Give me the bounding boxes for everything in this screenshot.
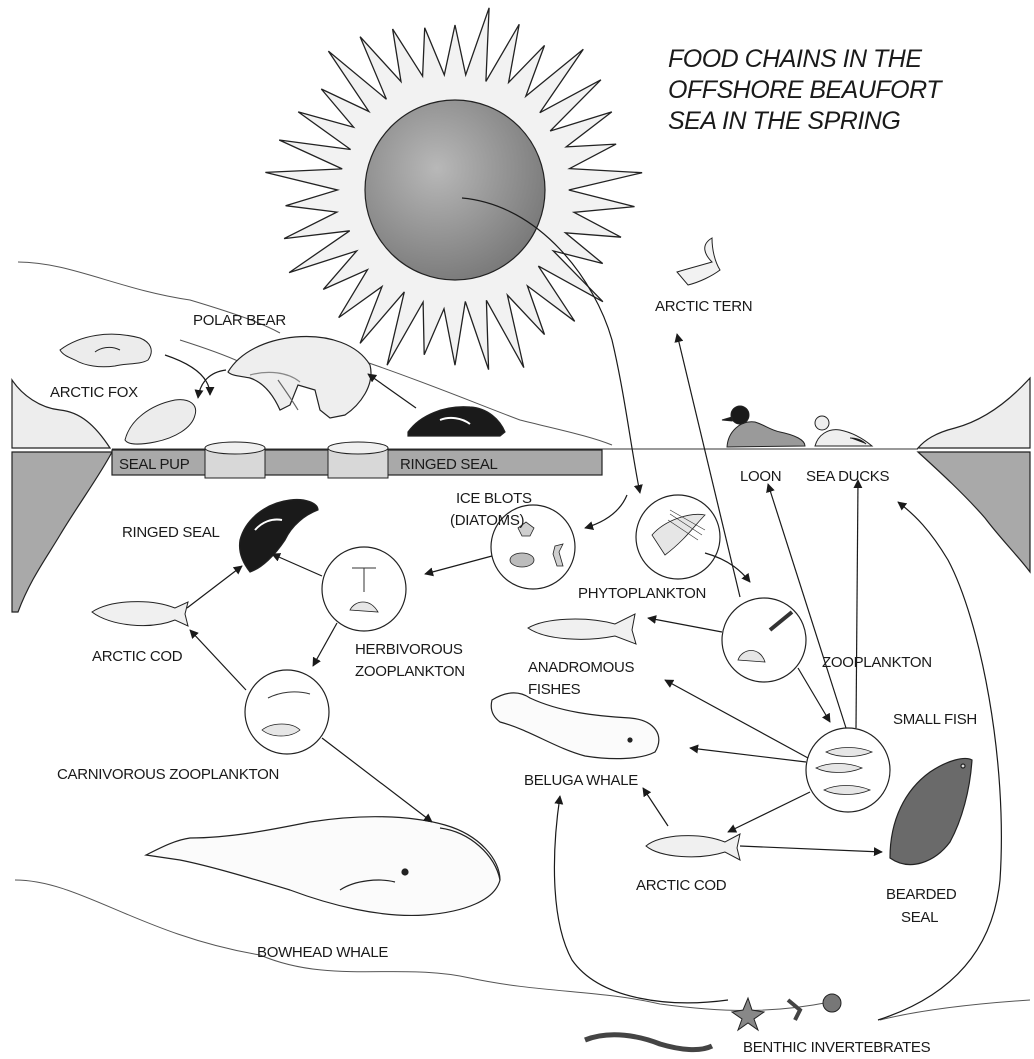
herbivorous-zooplankton-circle: [322, 547, 406, 631]
arrow-carnivorous-to-arcticcod: [190, 630, 246, 690]
left-iceberg: [12, 380, 112, 612]
label-beluga-whale: BELUGA WHALE: [524, 772, 638, 790]
label-phytoplankton: PHYTOPLANKTON: [578, 585, 706, 603]
arctic-cod-right-illustration: [646, 834, 740, 860]
arrow-smallfish-to-beluga: [690, 748, 806, 762]
label-arctic-fox: ARCTIC FOX: [50, 384, 138, 402]
diagram-title: FOOD CHAINS IN THE OFFSHORE BEAUFORT SEA…: [668, 44, 941, 137]
breathing-hole-right: [328, 442, 388, 478]
landscape: [15, 262, 1030, 1020]
arrow-smallfish-to-arcticcod: [728, 792, 810, 832]
arrow-smallfish-to-seaducks: [856, 480, 858, 728]
arctic-fox-illustration: [60, 334, 151, 367]
label-bearded-2: SEAL: [901, 909, 938, 927]
label-bowhead-whale: BOWHEAD WHALE: [257, 944, 388, 962]
sun: [265, 8, 642, 370]
label-ringed-seal-ice: RINGED SEAL: [400, 456, 498, 474]
arrow-ringedseal-to-bear: [368, 374, 416, 408]
seal-pup-illustration: [125, 400, 196, 444]
anadromous-fish-illustration: [528, 614, 636, 644]
title-line-3: SEA IN THE SPRING: [668, 106, 941, 137]
arrow-carnivorous-to-bowhead: [322, 738, 432, 822]
title-line-2: OFFSHORE BEAUFORT: [668, 75, 941, 106]
breathing-hole-left: [205, 442, 265, 478]
bearded-seal-illustration: [890, 759, 972, 865]
carnivorous-zooplankton-circle: [245, 670, 329, 754]
arctic-cod-left-illustration: [92, 602, 188, 626]
right-iceberg: [918, 378, 1030, 572]
arrow-benthic-to-beluga: [554, 796, 728, 1003]
zooplankton-circle: [722, 598, 806, 682]
title-line-1: FOOD CHAINS IN THE: [668, 44, 941, 75]
label-herbivorous-1: HERBIVOROUS: [355, 641, 463, 659]
label-small-fish: SMALL FISH: [893, 711, 977, 729]
label-herbivorous-2: ZOOPLANKTON: [355, 663, 465, 681]
label-zooplankton: ZOOPLANKTON: [822, 654, 932, 672]
label-arctic-cod-left: ARCTIC COD: [92, 648, 182, 666]
arrow-benthic-to-seaducks: [878, 502, 1001, 1020]
label-anadromous-1: ANADROMOUS: [528, 659, 634, 677]
food-chain-arrows: [165, 198, 1001, 1020]
label-carnivorous: CARNIVOROUS ZOOPLANKTON: [57, 766, 279, 784]
arrow-herbivorous-to-ringedseal: [272, 554, 322, 576]
loon-illustration: [722, 406, 805, 447]
arctic-tern-illustration: [677, 238, 720, 285]
label-ringed-seal: RINGED SEAL: [122, 524, 220, 542]
phytoplankton-circle: [636, 495, 720, 579]
arrow-arcticcod-to-beluga: [643, 788, 668, 826]
label-benthic: BENTHIC INVERTEBRATES: [743, 1039, 930, 1057]
label-anadromous-2: FISHES: [528, 681, 580, 699]
arrow-herbivorous-to-carnivorous: [313, 623, 337, 666]
bowhead-whale-illustration: [146, 817, 500, 916]
label-arctic-cod-right: ARCTIC COD: [636, 877, 726, 895]
arrow-zooplankton-to-anadromous: [648, 618, 722, 632]
arrow-fox-to-seal-pup: [165, 355, 210, 395]
arrow-arcticcod-to-beardedseal: [740, 846, 882, 852]
label-loon: LOON: [740, 468, 781, 486]
label-ice-blots-2: (DIATOMS): [450, 512, 524, 530]
arrow-zooplankton-to-smallfish: [798, 668, 830, 722]
sea-duck-illustration: [815, 416, 872, 446]
label-arctic-tern: ARCTIC TERN: [655, 298, 752, 316]
arrow-bear-to-seal-pup: [198, 370, 226, 398]
ringed-seal-ice-illustration: [408, 407, 505, 436]
polar-bear-illustration: [228, 337, 371, 418]
sun-core: [365, 100, 545, 280]
arrow-arcticcod-to-ringedseal: [187, 566, 242, 608]
ringed-seal-illustration: [239, 500, 318, 572]
label-bearded-1: BEARDED: [886, 886, 956, 904]
arrow-phytoplankton-to-iceblots: [585, 495, 627, 528]
label-polar-bear: POLAR BEAR: [193, 312, 286, 330]
label-seal-pup: SEAL PUP: [119, 456, 189, 474]
label-ice-blots-1: ICE BLOTS: [456, 490, 532, 508]
arrow-smallfish-to-anadromous: [665, 680, 808, 758]
label-sea-ducks: SEA DUCKS: [806, 468, 889, 486]
beluga-whale-illustration: [491, 693, 659, 759]
arrow-iceblots-to-herbivorous: [425, 556, 492, 574]
small-fish-circle: [806, 728, 890, 812]
